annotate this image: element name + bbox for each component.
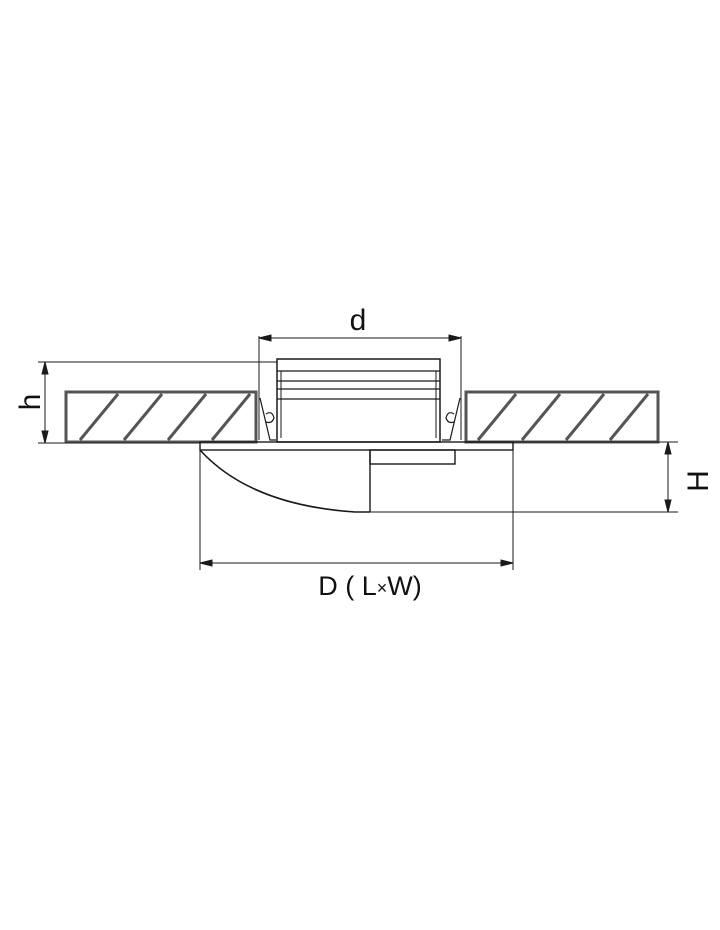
fixture-housing bbox=[276, 358, 441, 443]
dimension-H-label: H bbox=[682, 470, 715, 492]
spring-clip-left bbox=[259, 397, 276, 441]
ceiling-panel-left bbox=[64, 390, 258, 444]
dimension-D bbox=[199, 450, 514, 570]
ceiling-panel-right bbox=[464, 390, 660, 444]
dimension-D-label: D ( L×W) bbox=[318, 571, 422, 601]
spring-clip-right bbox=[442, 397, 461, 441]
dimension-H bbox=[370, 441, 678, 513]
dimension-h bbox=[38, 361, 277, 444]
fixture-trim bbox=[199, 441, 514, 513]
dimension-d bbox=[258, 334, 462, 440]
dimension-d-label: d bbox=[350, 304, 367, 337]
dimension-h-label: h bbox=[14, 394, 47, 411]
